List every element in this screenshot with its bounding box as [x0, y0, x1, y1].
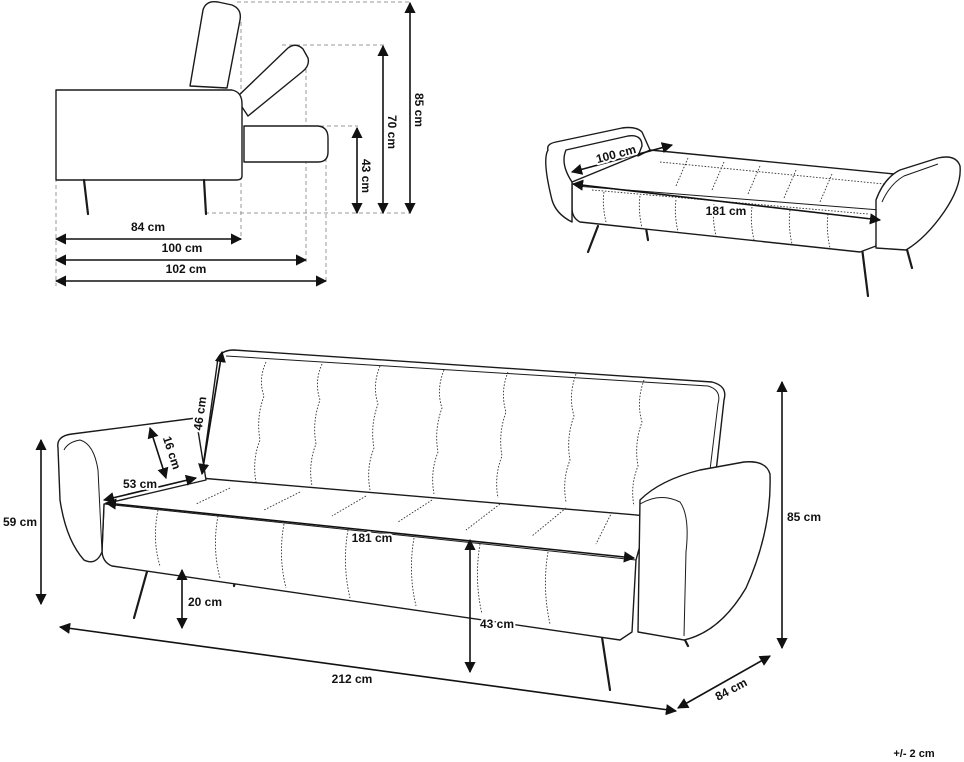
- bed-leg-2: [644, 226, 650, 242]
- side-backrest-upright: [189, 0, 242, 89]
- side-seat-body: [55, 89, 243, 181]
- front-seat-depth-label: 53 cm: [123, 477, 157, 491]
- side-backrest-flat: [243, 125, 329, 163]
- front-total-depth-line: [677, 655, 771, 709]
- bed-leg-1: [586, 224, 600, 254]
- front-arm-height-label: 59 cm: [3, 515, 37, 529]
- side-leg-front: [82, 178, 90, 216]
- side-depth-102-label: 102 cm: [166, 262, 207, 276]
- tolerance-note: +/- 2 cm: [893, 748, 934, 760]
- side-height-85-label: 85 cm: [412, 93, 426, 127]
- front-arm-left-piping: [63, 439, 103, 553]
- front-back-height-line: [198, 350, 226, 476]
- front-back-height-label: 46 cm: [191, 396, 210, 432]
- side-profile-view: 84 cm 100 cm 102 cm 43 cm 70 cm 85 cm: [54, 0, 428, 287]
- bed-mattress: [571, 149, 895, 253]
- front-arm-right: [637, 461, 771, 641]
- bed-leg-3: [860, 246, 870, 298]
- front-total-height-label: 85 cm: [787, 510, 821, 524]
- side-leg-back: [202, 178, 208, 216]
- front-backrest-tufting: [254, 361, 645, 507]
- side-depth-84-label: 84 cm: [131, 220, 165, 234]
- front-total-width-label: 212 cm: [332, 672, 373, 686]
- bed-width-line: [570, 142, 674, 175]
- front-seat-length-line: [104, 498, 636, 563]
- side-height-70-label: 70 cm: [385, 115, 399, 149]
- bed-length-line: [571, 179, 882, 225]
- front-view: 59 cm 46 cm 16 cm 53 cm 181 cm 20 cm 43 …: [1, 349, 823, 716]
- side-depth-100-label: 100 cm: [162, 241, 203, 255]
- bed-view: 100 cm 181 cm: [545, 126, 961, 298]
- front-seat-length-label: 181 cm: [352, 531, 393, 545]
- side-guide-lines: [55, 1, 410, 286]
- bed-arm-right-piping: [881, 163, 939, 203]
- front-arm-right-piping: [639, 497, 688, 637]
- side-backrest-reclined: [235, 44, 310, 117]
- front-arm-thickness-line: [147, 426, 169, 480]
- bed-length-label: 181 cm: [706, 204, 747, 218]
- front-seat-depth-line: [102, 474, 198, 504]
- front-leg-1: [132, 566, 150, 620]
- front-total-depth-label: 84 cm: [713, 675, 750, 703]
- front-backrest-piping: [225, 355, 720, 471]
- front-leg-clearance-label: 20 cm: [188, 595, 222, 609]
- side-height-43-label: 43 cm: [359, 159, 373, 193]
- front-seat-height-label: 43 cm: [480, 617, 514, 631]
- bed-arm-left: [545, 126, 651, 223]
- front-total-width-line: [58, 622, 678, 716]
